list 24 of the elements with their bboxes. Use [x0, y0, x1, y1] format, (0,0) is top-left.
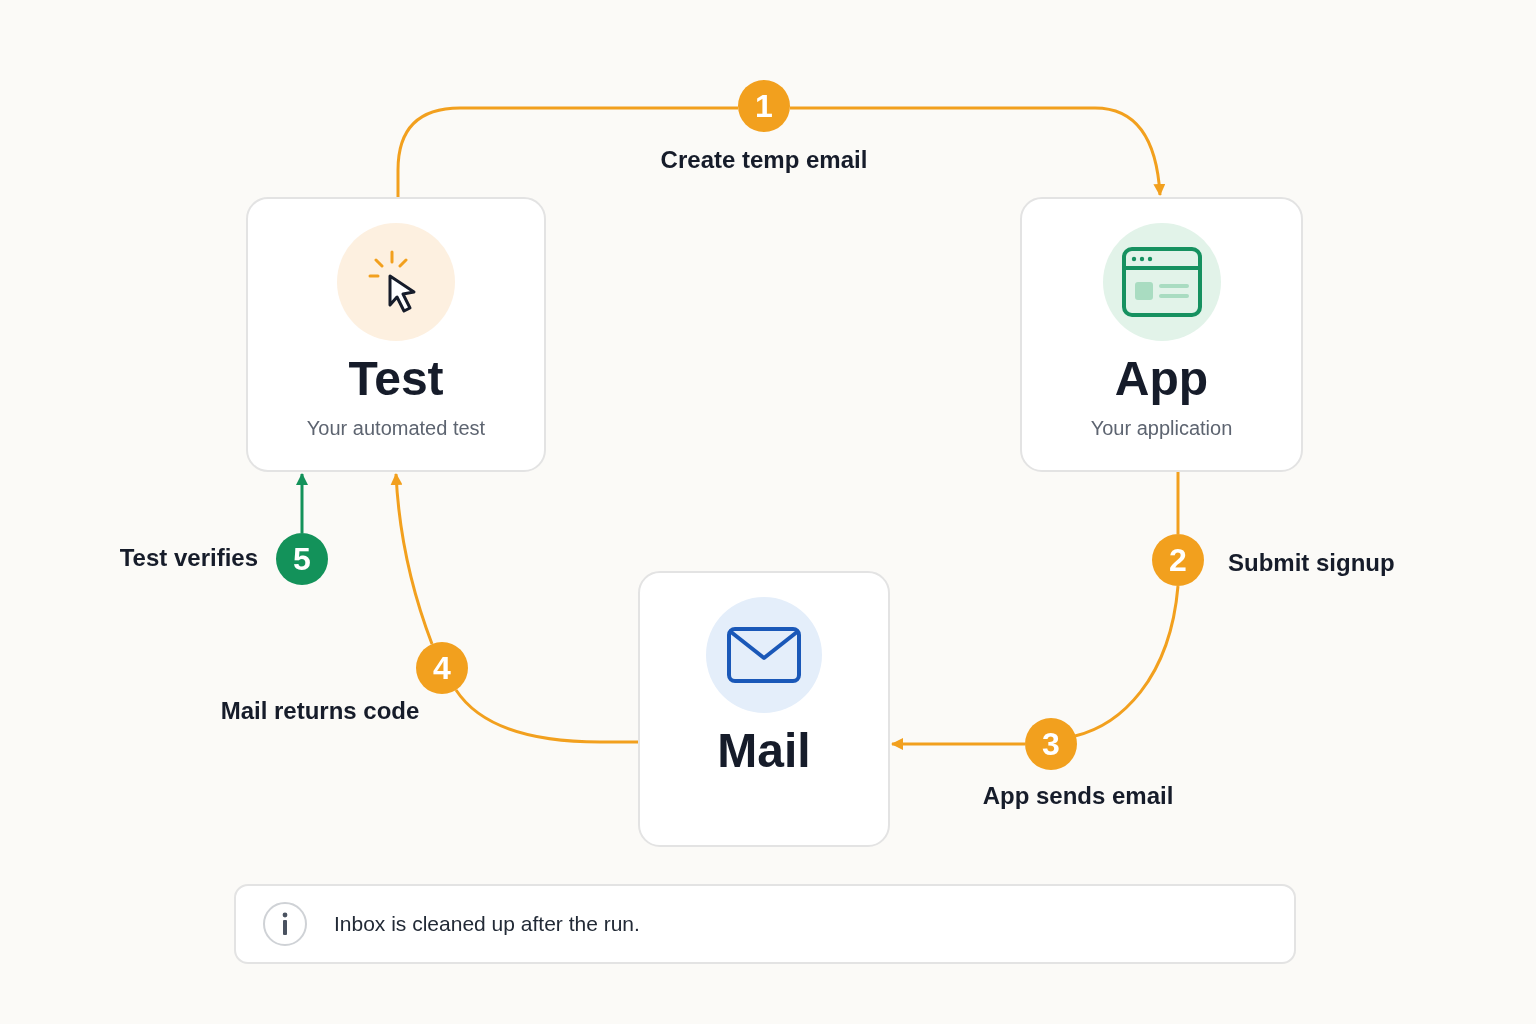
- step-number: 4: [416, 642, 468, 694]
- card-subtitle: Your application: [1090, 417, 1233, 440]
- card-title: Test: [348, 355, 444, 403]
- card-subtitle: Your automated test: [306, 417, 486, 440]
- component-card: [1020, 197, 1303, 472]
- card-title: Mail: [717, 727, 811, 775]
- step-label: Mail returns code: [220, 697, 420, 725]
- arrow: [891, 738, 1025, 750]
- step-number: 3: [1025, 718, 1077, 770]
- step-number: 5: [276, 533, 328, 585]
- component-card: [638, 571, 890, 847]
- arrow: [390, 473, 434, 645]
- step-number: 1: [738, 80, 790, 132]
- note-text: Inbox is cleaned up after the run.: [334, 912, 640, 936]
- step-label: Test verifies: [119, 544, 258, 572]
- component-card: [246, 197, 546, 472]
- step-label: Submit signup: [1228, 549, 1395, 577]
- step-label: Create temp email: [660, 146, 868, 174]
- card-title: App: [1114, 355, 1209, 403]
- info-note: [234, 884, 1296, 964]
- step-label: App sends email: [982, 782, 1174, 810]
- arrow: [790, 106, 1165, 196]
- step-number: 2: [1152, 534, 1204, 586]
- arrow: [296, 473, 308, 533]
